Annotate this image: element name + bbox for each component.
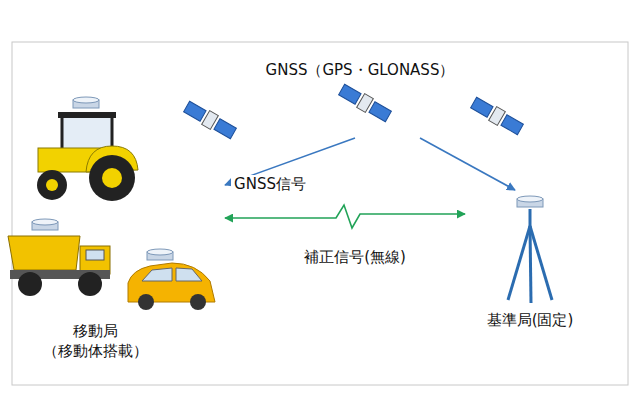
antenna-top — [517, 196, 543, 202]
satellite-body — [202, 111, 219, 130]
station-label: GNSS（GPS・GLONASS） — [180, 60, 540, 80]
satellite — [338, 83, 393, 124]
wheel-hub — [46, 179, 58, 191]
satellite-body — [489, 107, 506, 126]
tripod-leg — [530, 226, 531, 303]
car-wheel — [138, 294, 154, 310]
car-window — [176, 268, 202, 281]
mobile-station: 移動局 （移動体搭載） — [10, 95, 225, 375]
tripod — [508, 209, 552, 303]
solar-panel — [184, 101, 206, 121]
tractor-cab — [62, 116, 112, 150]
tractor-roof — [58, 112, 116, 118]
solar-panel — [471, 97, 493, 117]
tractor-wheel — [89, 155, 135, 201]
signal-arrow — [225, 205, 465, 228]
wheel-hub — [102, 168, 122, 188]
solar-panel — [369, 102, 391, 122]
frame — [12, 42, 628, 385]
tripod-leg — [508, 226, 530, 300]
satellite — [470, 96, 525, 137]
truck-wheel — [18, 272, 42, 296]
tripod-leg — [530, 226, 552, 300]
antenna-top — [73, 97, 99, 103]
station-label: 基準局(固定) — [465, 310, 595, 330]
satellite — [183, 100, 238, 141]
dump-bed — [8, 236, 80, 270]
gnss-antenna — [517, 196, 543, 207]
signal-label: 補正信号(無線) — [301, 248, 409, 268]
gnss-antenna — [73, 97, 99, 108]
truck-wheel — [78, 272, 102, 296]
signal-arrow — [420, 138, 515, 190]
antenna-top — [147, 249, 173, 255]
tripod-pole — [529, 209, 532, 226]
truck-cab — [80, 246, 110, 274]
antenna-top — [32, 219, 58, 225]
gnss-antenna — [147, 249, 173, 260]
tractor-wheel — [37, 170, 67, 200]
solar-panel — [214, 119, 236, 139]
station-label: 移動局 （移動体搭載） — [25, 321, 165, 362]
solar-panel — [501, 115, 523, 135]
car-window — [142, 268, 172, 281]
dump-truck — [8, 236, 110, 296]
signal-label: GNSS信号 — [231, 175, 309, 195]
satellite-group: GNSS（GPS・GLONASS） — [180, 58, 540, 138]
gnss-antenna — [32, 219, 58, 230]
car-wheel — [190, 294, 206, 310]
truck-window — [86, 250, 104, 260]
car — [128, 263, 215, 310]
solar-panel — [339, 84, 361, 104]
tractor — [37, 112, 138, 201]
base-station: 基準局(固定) — [465, 190, 595, 332]
satellite-body — [357, 94, 374, 113]
